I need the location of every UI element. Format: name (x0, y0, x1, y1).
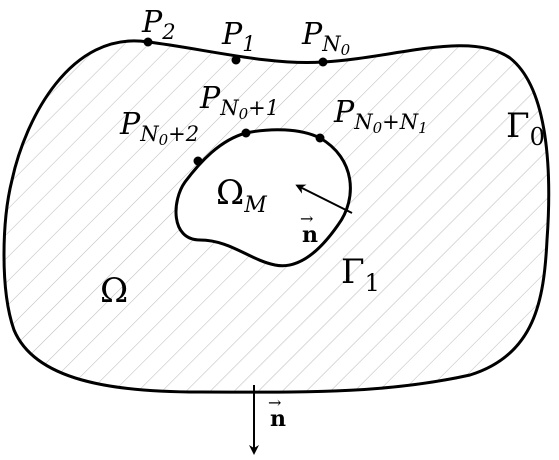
label-normal-inner-vec: → (300, 209, 313, 228)
label-pn0: PN0 (301, 17, 351, 59)
point-pn0p2 (193, 156, 203, 166)
label-normal-inner: n (302, 222, 318, 248)
label-omega-m: ΩM (216, 173, 267, 218)
label-p2: P2 (141, 5, 176, 44)
label-pn0p1: PN0+1 (199, 81, 279, 123)
label-omega: Ω (100, 271, 128, 311)
point-pn0n1 (315, 133, 325, 143)
point-pn0p1 (241, 128, 251, 138)
label-pn0p2: PN0+2 (119, 107, 199, 149)
outer-boundary-gamma0 (2, 39, 551, 394)
point-p2 (143, 37, 153, 47)
label-gamma1: Γ1 (341, 252, 380, 297)
label-pn0n1: PN0+N1 (333, 95, 428, 137)
label-normal-outer-vec: → (268, 393, 281, 412)
point-pn0 (318, 57, 328, 67)
label-normal-outer: n (270, 406, 286, 432)
point-p1 (231, 55, 241, 65)
label-gamma0: Γ0 (506, 106, 545, 151)
label-p1: P1 (221, 17, 256, 56)
outer-domain-omega (4, 40, 549, 393)
inner-normal-arrow (295, 184, 353, 214)
